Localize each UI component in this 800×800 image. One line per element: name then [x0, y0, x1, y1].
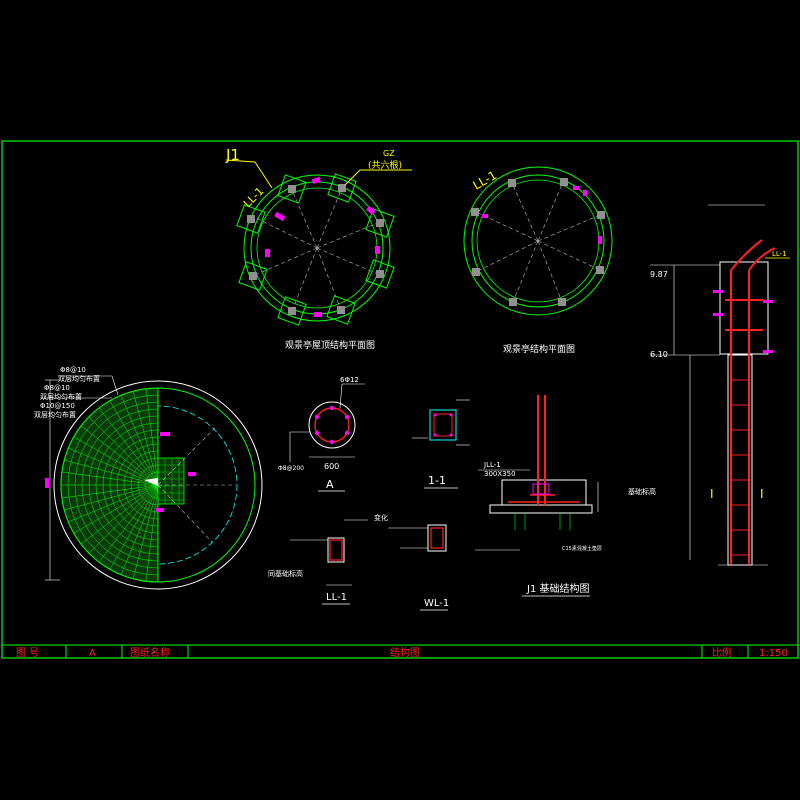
footing-note: 基础标高 [628, 487, 656, 496]
slab-note-1: Φ8@10 [60, 366, 86, 374]
drawing-name-value: 结构图 [390, 646, 420, 659]
section-1-1: 1-1 [412, 399, 470, 489]
section-a-label: A [326, 478, 334, 491]
ll-elevation-label: LL-1 [772, 250, 787, 258]
column-elevation: 9.87 6.10 LL-1 I I [650, 204, 790, 566]
slab-note-2b: 双层均匀布置 [40, 392, 82, 401]
drawing-name-label: 图纸名称 [130, 646, 170, 659]
column-label-gz: GZ [383, 149, 395, 158]
structure-plan: LL-1 观景亭结构平面图 [463, 166, 613, 355]
column-section-a: 6Φ12 Φ8@200 600 A [278, 376, 365, 492]
wl1-side-note: 变化 [374, 513, 388, 522]
cushion-note: C15素混凝土垫层 [562, 545, 602, 552]
structure-plan-title: 观景亭结构平面图 [503, 343, 575, 355]
section-a-stirrup: Φ8@200 [278, 465, 304, 472]
scale-value: 1:150 [759, 648, 788, 659]
ll1-size: JLL-1 [483, 461, 501, 469]
slab-note-3b: 双层均匀布置 [34, 410, 76, 419]
slab-radial-lines [61, 388, 159, 582]
footing-label-j1: J1 [225, 146, 240, 164]
title-block: 图 号 A 图纸名称 结构图 比例 1:150 [1, 644, 799, 659]
footing-title: J1 基础结构图 [526, 582, 590, 595]
elev-top: 9.87 [650, 270, 668, 279]
roof-structure-plan: J1 GZ (共六根) LL-1 观景亭屋顶结构平面图 [225, 146, 412, 351]
column-count-note: (共六根) [368, 159, 402, 171]
drawing-no-label: 图 号 [16, 647, 39, 659]
section-mark-right: I [760, 487, 764, 501]
ll1-dims: 300X350 [484, 470, 516, 478]
section-a-dim: 600 [324, 462, 339, 471]
section-11-label: 1-1 [428, 474, 446, 487]
ll-label-left: LL-1 [241, 185, 266, 210]
slab-reinforcement-plan: Φ8@10 双层均匀布置 Φ8@10 双层均匀布置 Φ10@150 双层均匀布置 [34, 366, 263, 590]
ll1-beam-section: 同基础标高 LL-1 [268, 519, 368, 605]
wl1-beam-section: 变化 WL-1 [374, 513, 449, 611]
slab-note-3: Φ10@150 [40, 402, 75, 410]
elev-mid: 6.10 [650, 350, 668, 359]
j1-footing-detail: JLL-1 300X350 基础标高 C15素混凝土垫层 J1 基础结构图 [475, 395, 656, 597]
slab-note-2: Φ8@10 [44, 384, 70, 392]
roof-plan-title: 观景亭屋顶结构平面图 [285, 339, 375, 351]
wl1-title: WL-1 [424, 598, 449, 609]
ll1-side-note: 同基础标高 [268, 569, 303, 578]
section-a-rebar: 6Φ12 [340, 376, 359, 384]
drawing-no-value: A [89, 648, 96, 659]
ll1-title: LL-1 [326, 592, 347, 603]
scale-label: 比例 [712, 646, 732, 659]
slab-note-1b: 双层均匀布置 [58, 374, 100, 383]
section-mark-left: I [710, 487, 714, 501]
